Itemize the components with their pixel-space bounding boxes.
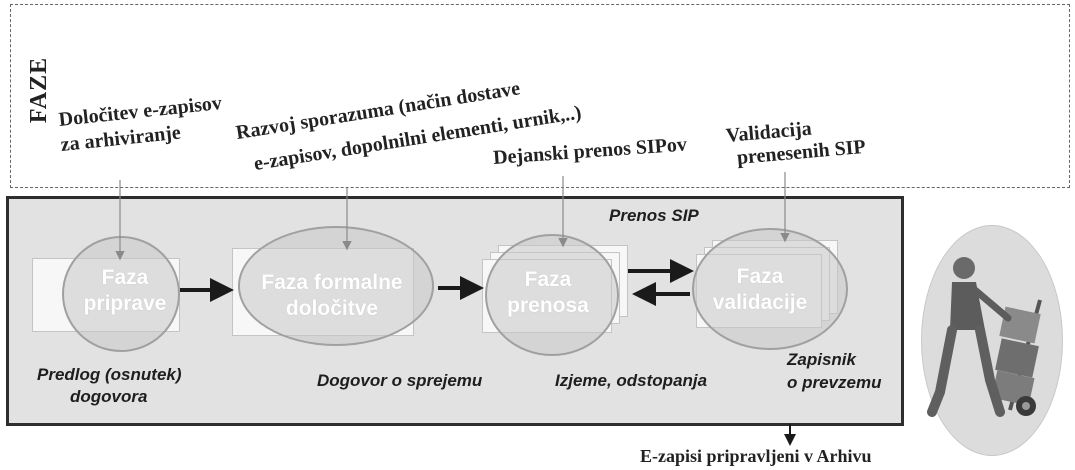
output-1-line1: Predlog (osnutek) [37,365,182,384]
stage-4-name-line2: validacije [712,291,808,314]
stage-2-name-line2: določitve [285,297,379,320]
output-3: Izjeme, odstopanja [555,371,708,390]
output-2: Dogovor o sprejemu [317,371,483,390]
phases-box [10,4,1070,188]
output-1-line2: dogovora [70,387,148,406]
stage-3-ellipse [485,234,619,356]
stage-4-ellipse [692,228,848,350]
output-4-line2: o prevzemu [787,373,882,392]
stage-3-name-line2: prenosa [507,294,589,317]
final-output-label: E-zapisi pripravljeni v Arhivu [640,446,872,466]
process-title: Prenos SIP [609,206,699,225]
delivery-illustration-circle [921,225,1063,456]
delivery-worker-icon [927,257,1042,417]
stage-4-name-line1: Faza [736,265,784,288]
stage-2-ellipse [238,226,434,346]
stage-3-name-line1: Faza [524,268,572,291]
stage-2-name-line1: Faza formalne [261,271,403,294]
stage-1-name-line1: Faza [101,266,149,289]
stage-1-name-line2: priprave [83,292,167,315]
output-4-line1: Zapisnik [787,350,856,369]
